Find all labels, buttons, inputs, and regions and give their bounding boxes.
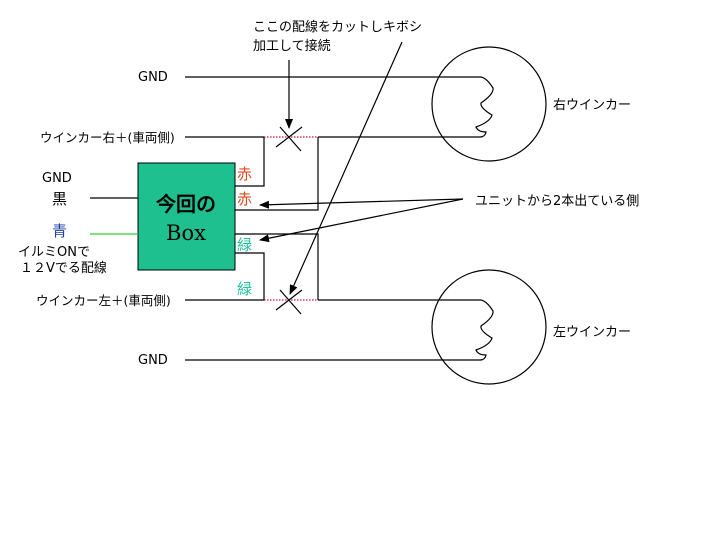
- gnd-top-label: GND: [138, 70, 168, 85]
- cut-mark-right: [275, 126, 303, 152]
- illumi-label-line1: イルミONで: [18, 245, 90, 260]
- winker-right-label: ウインカー右＋(車両側): [40, 130, 175, 145]
- box-subtitle: Box: [166, 221, 206, 245]
- blue-label: 青: [52, 222, 67, 240]
- box-title: 今回の: [156, 192, 216, 216]
- gnd-box-label: GND: [42, 171, 72, 186]
- gnd-bottom-label: GND: [138, 353, 168, 368]
- annotation-cut-line1: ここの配線をカットしキボシ: [253, 19, 422, 35]
- red-label-1: 赤: [237, 165, 252, 183]
- arrow-unit-green: [259, 198, 464, 243]
- bulb-left: [431, 269, 547, 385]
- bulb-right-label: 右ウインカー: [553, 98, 631, 113]
- red-wire-1: [235, 137, 265, 187]
- green-label-2: 緑: [237, 280, 252, 298]
- green-wire-1: [235, 233, 319, 300]
- green-label-1: 緑: [237, 236, 252, 254]
- annotation-cut-line2: 加工して接続: [253, 38, 331, 54]
- bulb-left-label: 左ウインカー: [553, 325, 631, 340]
- cut-mark-left: [275, 289, 303, 315]
- illumi-label-line2: １２Vでる配線: [20, 260, 107, 276]
- bulb-right: [431, 46, 547, 162]
- red-label-2: 赤: [237, 190, 252, 208]
- annotation-unit: ユニットから2本出ている側: [475, 194, 639, 209]
- arrow-unit-red: [259, 198, 464, 209]
- winker-left-label: ウインカー左＋(車両側): [36, 293, 171, 308]
- unit-box: [137, 162, 236, 271]
- red-wire-2: [235, 137, 319, 211]
- green-wire-2: [235, 252, 265, 300]
- black-label: 黒: [52, 190, 67, 208]
- arrow-cut-left: [289, 41, 403, 295]
